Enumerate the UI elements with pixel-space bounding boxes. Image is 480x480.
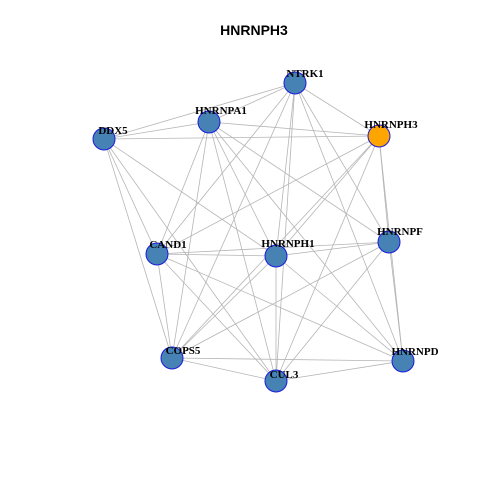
edge-ntrk1-hnrnpf	[294, 82, 390, 243]
edge-hnrnph1-hnrnpf	[275, 241, 390, 257]
node-label-hnrnph3: HNRNPH3	[364, 119, 418, 131]
edge-ddx5-hnrnph1	[103, 138, 277, 257]
edge-hnrnpf-hnrnpd	[388, 241, 404, 362]
graph-title: HNRNPH3	[220, 22, 288, 38]
node-layer	[92, 71, 415, 393]
node-label-hnrnpd: HNRNPD	[391, 346, 438, 358]
edge-cand1-cops5	[156, 253, 173, 359]
node-hnrnph1	[264, 244, 288, 268]
node-hnrnph3	[367, 124, 391, 148]
edge-hnrnpa1-hnrnpd	[208, 121, 404, 362]
edge-ntrk1-cand1	[156, 82, 296, 255]
node-cops5	[160, 346, 184, 370]
node-hnrnpd	[391, 349, 415, 373]
edge-hnrnph3-cand1	[156, 135, 380, 255]
edge-ddx5-cand1	[103, 138, 158, 255]
edge-ddx5-cops5	[103, 138, 173, 359]
node-label-hnrnph1: HNRNPH1	[261, 238, 314, 250]
edge-hnrnpa1-hnrnph1	[208, 121, 277, 257]
edge-ntrk1-hnrnpd	[294, 82, 404, 362]
node-cul3	[264, 369, 288, 393]
node-cand1	[145, 242, 169, 266]
edge-cand1-hnrnpd	[156, 253, 404, 362]
node-label-ddx5: DDX5	[98, 125, 128, 137]
edge-cops5-hnrnpd	[171, 357, 404, 362]
edge-hnrnph3-hnrnph1	[275, 135, 380, 257]
node-label-hnrnpa1: HNRNPA1	[195, 105, 247, 117]
edge-ntrk1-cul3	[275, 82, 296, 382]
edge-ddx5-cul3	[103, 138, 277, 382]
node-ddx5	[92, 127, 116, 151]
edge-hnrnpa1-cul3	[208, 121, 277, 382]
node-label-cand1: CAND1	[149, 239, 186, 251]
edge-ddx5-hnrnph3	[103, 135, 380, 140]
node-label-ntrk1: NTRK1	[286, 68, 323, 80]
edge-ntrk1-hnrnph1	[275, 82, 296, 257]
edge-hnrnpa1-hnrnpf	[208, 121, 390, 243]
node-label-hnrnpf: HNRNPF	[377, 226, 423, 238]
edge-hnrnph3-cul3	[275, 135, 380, 382]
edge-ntrk1-ddx5	[103, 82, 296, 140]
node-hnrnpa1	[197, 110, 221, 134]
edge-hnrnpa1-cops5	[171, 121, 210, 359]
edge-ntrk1-hnrnpa1	[208, 82, 296, 123]
edge-ntrk1-hnrnph3	[294, 82, 380, 137]
edge-hnrnpa1-ddx5	[103, 121, 210, 140]
edge-layer	[103, 82, 404, 382]
edge-cand1-hnrnph1	[156, 253, 277, 257]
node-hnrnpf	[377, 230, 401, 254]
edge-cand1-cul3	[156, 253, 277, 382]
edge-ntrk1-cops5	[171, 82, 296, 359]
edge-hnrnph1-hnrnpd	[275, 255, 404, 362]
edge-cul3-hnrnpd	[275, 360, 404, 382]
edge-hnrnpf-cul3	[275, 241, 390, 382]
edge-cops5-cul3	[171, 357, 277, 382]
node-label-cops5: COPS5	[166, 345, 201, 357]
node-label-cul3: CUL3	[270, 369, 299, 381]
node-ntrk1	[283, 71, 307, 95]
edge-hnrnph1-cops5	[171, 255, 277, 359]
edge-hnrnpf-cops5	[171, 241, 390, 359]
edge-hnrnpa1-hnrnph3	[208, 121, 380, 137]
edge-hnrnpa1-cand1	[156, 121, 210, 255]
